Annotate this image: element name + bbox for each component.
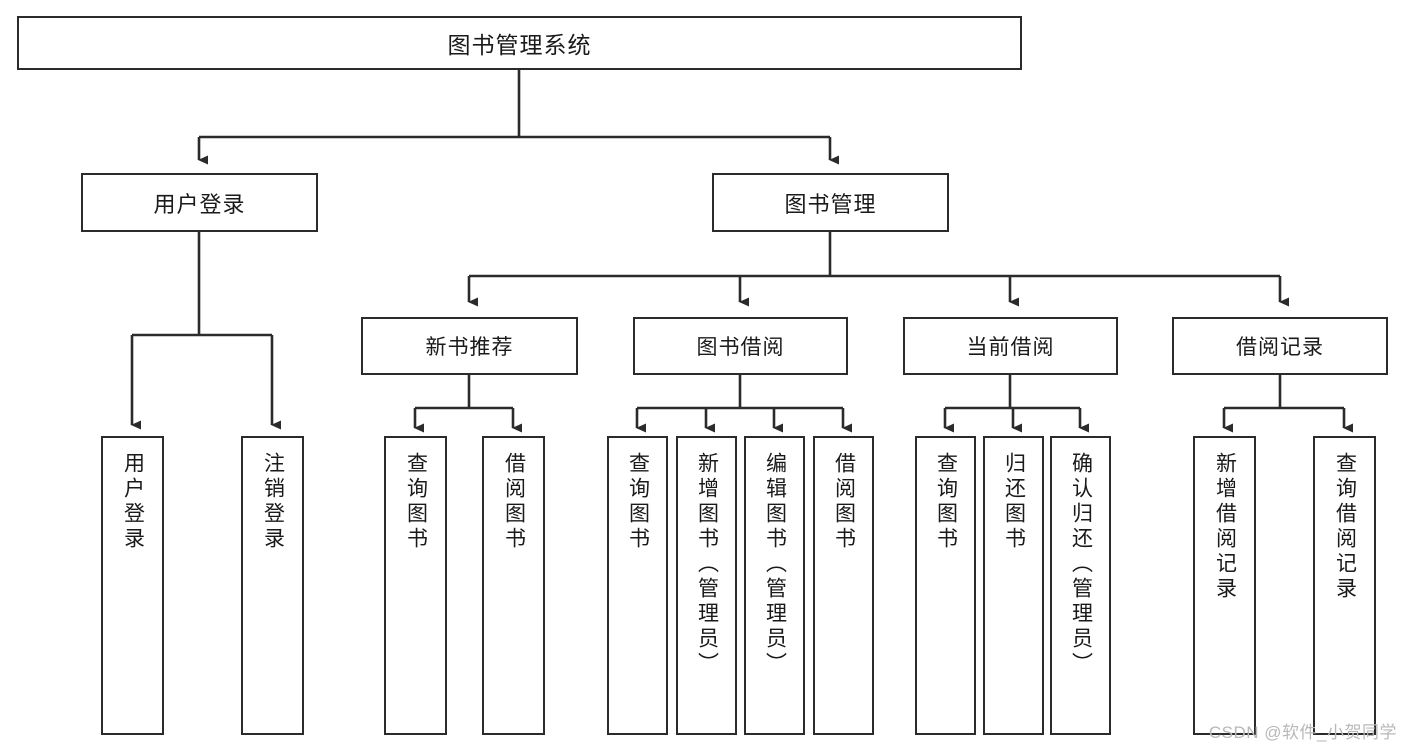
node-leaf-bookborrow-borrow-book[interactable]: 借阅图书 [813,436,874,735]
node-book-management[interactable]: 图书管理 [712,173,949,232]
node-leaf-bookborrow-edit-book-label: 编辑图书（管理员） [763,452,787,677]
watermark-text: CSDN @软件_小贺同学 [1208,723,1397,742]
node-user-login-label: 用户登录 [153,191,246,217]
node-leaf-currentborrow-confirm-return[interactable]: 确认归还（管理员） [1050,436,1111,735]
node-leaf-user-login-signin[interactable]: 用户登录 [101,436,164,735]
node-new-book-recommend-label: 新书推荐 [425,336,514,359]
node-leaf-currentborrow-return-book[interactable]: 归还图书 [983,436,1044,735]
node-leaf-bookborrow-query-book-label: 查询图书 [626,452,650,552]
node-leaf-bookborrow-edit-book[interactable]: 编辑图书（管理员） [744,436,805,735]
node-root-system[interactable]: 图书管理系统 [17,16,1022,70]
node-borrow-record-label: 借阅记录 [1236,336,1324,359]
node-leaf-currentborrow-query-book[interactable]: 查询图书 [915,436,976,735]
node-root-system-label: 图书管理系统 [447,32,592,58]
node-leaf-user-login-signout-label: 注销登录 [261,452,285,552]
node-leaf-borrowrecord-add-record[interactable]: 新增借阅记录 [1193,436,1256,735]
node-current-borrow[interactable]: 当前借阅 [903,317,1118,375]
node-leaf-user-login-signout[interactable]: 注销登录 [241,436,304,735]
node-leaf-bookborrow-borrow-book-label: 借阅图书 [832,452,856,552]
node-leaf-currentborrow-query-book-label: 查询图书 [934,452,958,552]
node-leaf-bookborrow-query-book[interactable]: 查询图书 [607,436,668,735]
node-leaf-borrowrecord-add-record-label: 新增借阅记录 [1213,452,1237,602]
node-leaf-borrowrecord-query-record-label: 查询借阅记录 [1333,452,1357,602]
node-leaf-currentborrow-return-book-label: 归还图书 [1002,452,1026,552]
node-user-login[interactable]: 用户登录 [81,173,318,232]
node-leaf-newbook-borrow-book[interactable]: 借阅图书 [482,436,545,735]
node-book-borrow-label: 图书借阅 [696,336,785,359]
node-leaf-newbook-query-book-label: 查询图书 [404,452,428,552]
node-leaf-bookborrow-add-book-label: 新增图书（管理员） [695,452,719,677]
node-borrow-record[interactable]: 借阅记录 [1172,317,1388,375]
node-leaf-currentborrow-confirm-return-label: 确认归还（管理员） [1069,452,1093,677]
node-leaf-newbook-query-book[interactable]: 查询图书 [384,436,447,735]
node-leaf-newbook-borrow-book-label: 借阅图书 [502,452,526,552]
node-book-management-label: 图书管理 [784,191,877,217]
node-new-book-recommend[interactable]: 新书推荐 [361,317,578,375]
node-leaf-user-login-signin-label: 用户登录 [121,452,145,552]
node-leaf-borrowrecord-query-record[interactable]: 查询借阅记录 [1313,436,1376,735]
node-current-borrow-label: 当前借阅 [966,336,1055,359]
node-book-borrow[interactable]: 图书借阅 [633,317,848,375]
node-leaf-bookborrow-add-book[interactable]: 新增图书（管理员） [676,436,737,735]
